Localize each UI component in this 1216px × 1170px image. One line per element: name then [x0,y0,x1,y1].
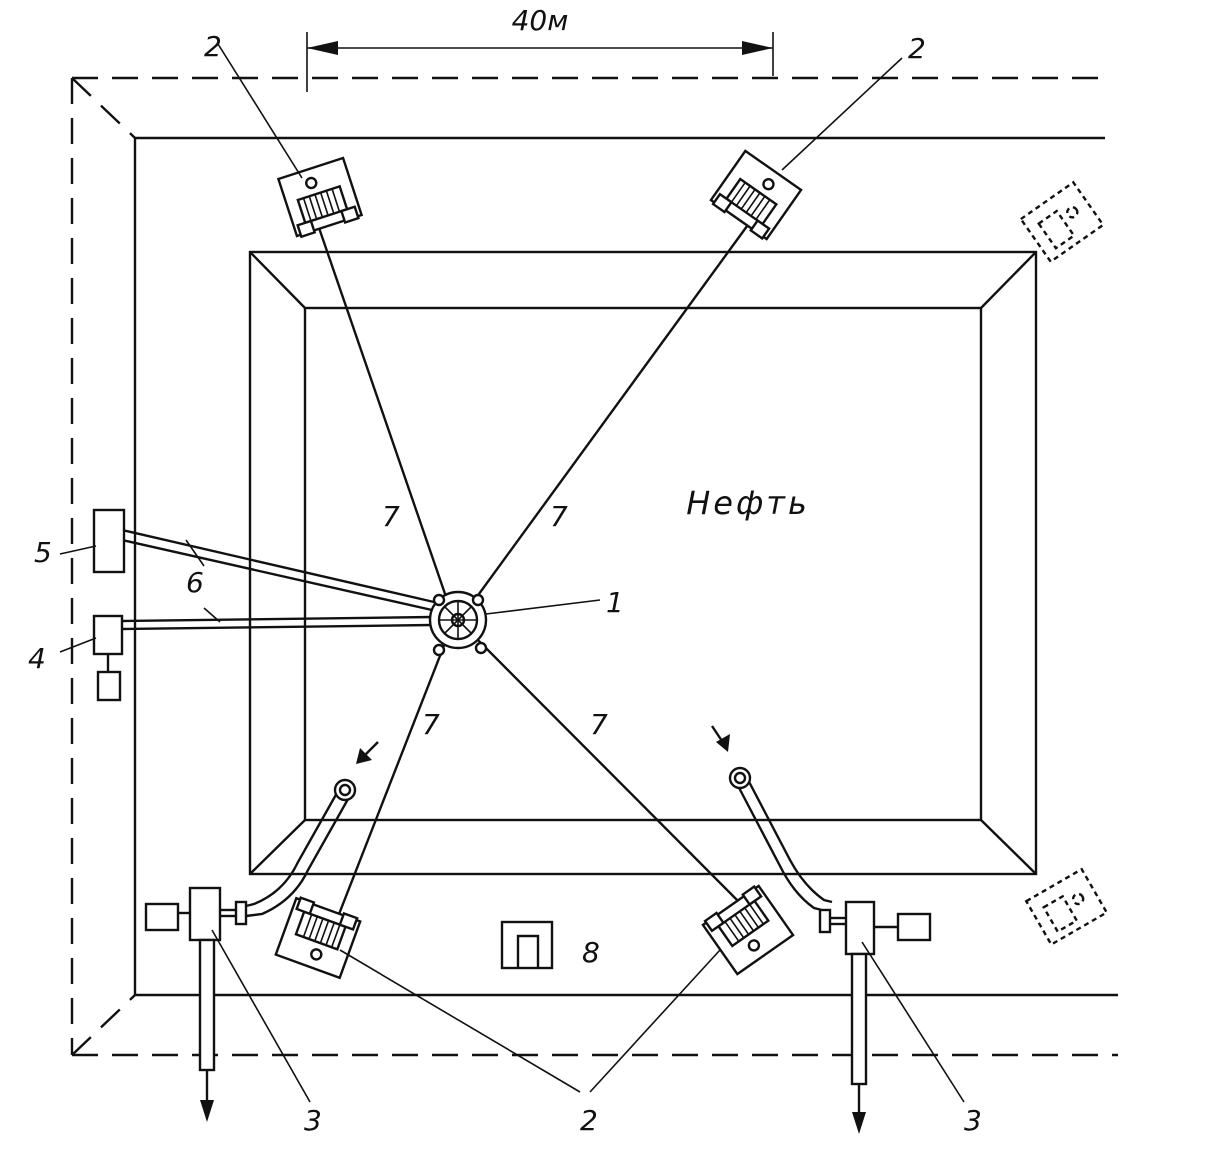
pump-unit-left [144,741,379,1122]
label-2-top-right: 2 [908,32,926,65]
label-4: 4 [28,642,46,675]
label-6: 6 [186,566,204,599]
oil-label: Нефть [686,484,810,522]
shore-unit-4 [92,614,124,702]
label-7-lower-left: 7 [422,708,440,741]
cable-lower-left [330,619,456,933]
shore-unit-5 [92,508,126,574]
control-booth [500,920,554,970]
cable-lower-right [457,619,753,916]
dimension-label: 40м [512,4,569,37]
label-8: 8 [582,936,600,969]
embankment [133,136,1118,997]
number-labels: 2 2 1 5 4 6 7 7 7 7 8 3 2 3 [28,30,982,1137]
hoses [121,528,435,631]
cable-upper-left [316,224,456,621]
outer-boundary [70,76,1118,1057]
reserve-winch-bottom [1024,867,1109,947]
oil-pit [248,250,1038,876]
label-7-lower-right: 7 [590,708,608,741]
label-3-left: 3 [304,1104,322,1137]
label-1: 1 [606,586,624,619]
label-5: 5 [34,536,52,569]
leader-lines [59,43,965,1103]
winch-bottom-left [274,896,362,980]
winch-top-right [709,149,803,241]
winch-top-left [276,156,364,239]
cable-upper-right [459,221,751,621]
winch-bottom-right [701,884,795,976]
label-2-bottom: 2 [580,1104,598,1137]
label-7-upper-right: 7 [550,500,568,533]
label-2-top-left: 2 [204,30,222,63]
label-7-upper-left: 7 [382,500,400,533]
pump-unit-right [711,725,932,1134]
label-3-right: 3 [964,1104,982,1137]
cables [316,221,753,933]
reserve-winch-top [1019,180,1105,264]
dimension-40m: 40м [306,4,774,92]
skimmer-unit [428,590,488,657]
